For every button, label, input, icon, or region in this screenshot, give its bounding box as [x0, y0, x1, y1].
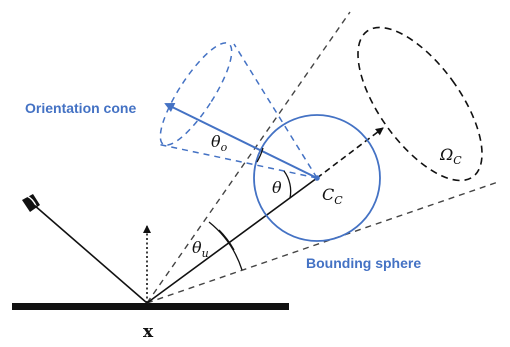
- omega-label: ΩC: [439, 145, 462, 167]
- theta-u-arc-2: [218, 229, 235, 251]
- omega-subscript: C: [453, 154, 462, 167]
- center-ray-extension: [316, 127, 384, 179]
- center-label: CC: [322, 185, 343, 207]
- cone-edge-upper: [146, 11, 351, 304]
- bounding-sphere-label: Bounding sphere: [306, 255, 421, 271]
- bounding-sphere: [253, 114, 381, 242]
- view-ray: [33, 204, 148, 304]
- sphere-center-dot: [314, 175, 320, 181]
- theta-o-label: θo: [211, 132, 228, 154]
- cone-edge-lower: [146, 181, 499, 304]
- theta-o-subscript: o: [221, 141, 228, 154]
- center-subscript: C: [334, 194, 343, 207]
- solid-angle-ellipse: [357, 26, 483, 182]
- theta-u-subscript: u: [202, 247, 209, 260]
- orientation-axis-arrow: [164, 103, 318, 179]
- eye-icon: [22, 194, 40, 212]
- omega-base: Ω: [439, 145, 453, 164]
- theta-u-base: θ: [192, 238, 202, 257]
- center-base: C: [322, 185, 334, 204]
- surface-plane: [12, 303, 289, 310]
- theta-arc: [283, 170, 292, 199]
- orientation-cone: [156, 42, 318, 179]
- point-x-label: x: [143, 322, 154, 342]
- theta-o-arc: [256, 147, 264, 163]
- theta-u-arc: [208, 221, 243, 271]
- theta-o-base: θ: [211, 132, 221, 151]
- theta-label: θ: [272, 178, 282, 197]
- orientation-cone-label: Orientation cone: [25, 100, 136, 116]
- center-ray: [146, 177, 318, 304]
- theta-u-label: θu: [192, 238, 209, 260]
